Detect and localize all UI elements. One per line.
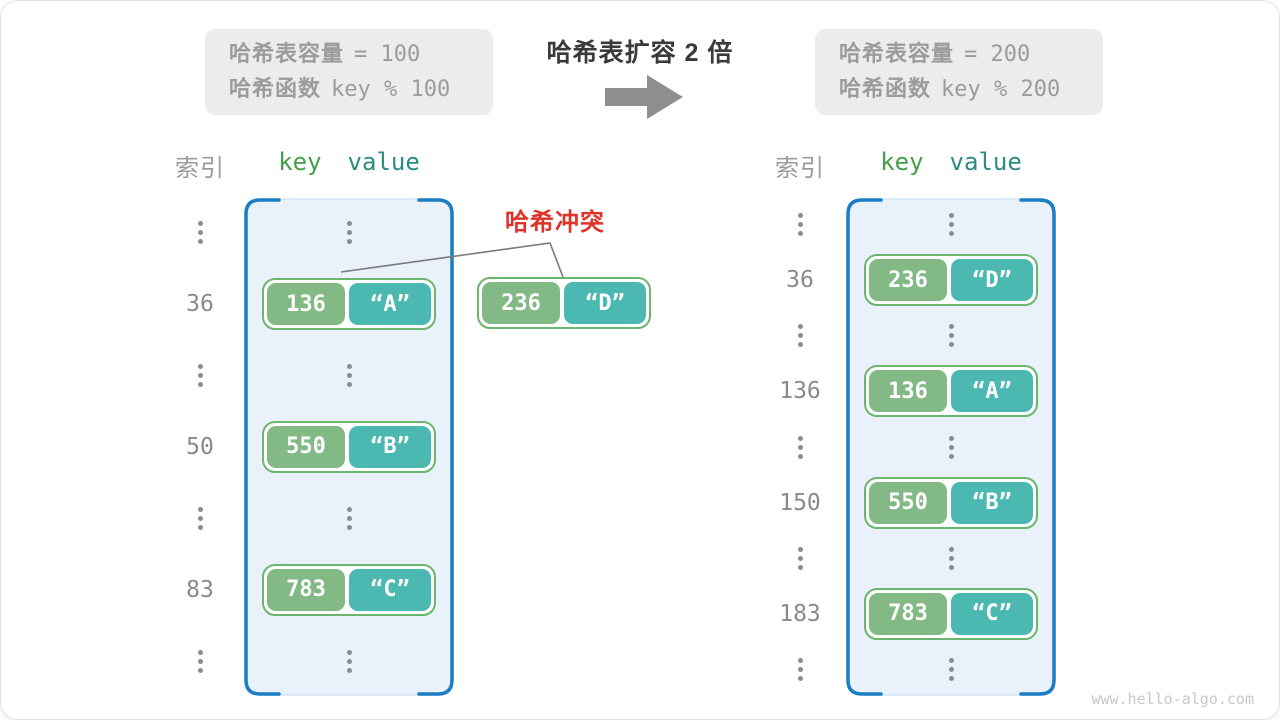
key-cell: 783 [267, 568, 345, 611]
key-value-pair: 136 “A” [262, 278, 436, 331]
hash-collision-label: 哈希冲突 [505, 209, 605, 236]
hash-function-value: key % 200 [941, 77, 1061, 102]
key-value-pair: 550 “B” [864, 476, 1038, 529]
ellipsis-dots [845, 530, 1057, 586]
ellipsis-dots [160, 197, 240, 268]
key-header: key [278, 148, 322, 176]
bucket-row: 550 “B” [243, 411, 455, 482]
bucket-row: 136 “A” [243, 268, 455, 339]
capacity-line: 哈希表容量 = 100 [229, 39, 493, 70]
index-header-left: 索引 [175, 155, 225, 182]
key-value-pair: 236 “D” [864, 254, 1038, 307]
ellipsis-dots [760, 308, 840, 364]
index-value: 150 [779, 489, 821, 516]
ellipsis-dots [160, 483, 240, 554]
hash-table-after: 236 “D” 136 “A” 550 “B” [845, 197, 1057, 697]
index-value: 36 [786, 267, 814, 294]
hash-table-before: 136 “A” 550 “B” 783 “C” [243, 197, 455, 697]
ellipsis-dots [845, 419, 1057, 475]
value-cell: “A” [951, 370, 1033, 413]
ellipsis-dots [760, 419, 840, 475]
hash-function-label: 哈希函数 [839, 76, 932, 101]
capacity-label: 哈希表容量 [229, 41, 345, 66]
key-cell: 136 [267, 283, 345, 326]
key-value-header-left: key value [243, 148, 455, 176]
index-value: 183 [779, 600, 821, 627]
index-value: 136 [779, 378, 821, 405]
hash-function-label: 哈希函数 [229, 76, 322, 101]
index-value: 36 [186, 291, 214, 318]
value-header: value [949, 148, 1022, 176]
bucket-row: 783 “C” [243, 554, 455, 625]
index-rail-left: 36 50 83 [160, 197, 240, 697]
bucket-row: 550 “B” [845, 475, 1057, 531]
key-cell: 136 [869, 370, 947, 413]
value-header: value [347, 148, 420, 176]
value-cell: “C” [349, 568, 431, 611]
hash-function-line: 哈希函数 key % 200 [839, 74, 1103, 105]
bucket-row: 236 “D” [845, 253, 1057, 309]
ellipsis-dots [760, 530, 840, 586]
ellipsis-dots [243, 340, 455, 411]
ellipsis-dots [160, 340, 240, 411]
key-value-pair: 783 “C” [864, 587, 1038, 640]
value-cell: “A” [349, 283, 431, 326]
key-value-pair: 550 “B” [262, 420, 436, 473]
watermark: www.hello-algo.com [1091, 690, 1254, 708]
key-value-pair: 136 “A” [864, 365, 1038, 418]
ellipsis-dots [243, 483, 455, 554]
value-cell: “B” [349, 425, 431, 468]
key-cell: 236 [482, 282, 560, 324]
ellipsis-dots [243, 626, 455, 697]
key-cell: 783 [869, 592, 947, 635]
ellipsis-dots [845, 642, 1057, 698]
value-cell: “D” [951, 259, 1033, 302]
index-value: 50 [186, 433, 214, 460]
index-rail-right: 36 136 150 183 [760, 197, 840, 697]
ellipsis-dots [760, 197, 840, 253]
diagram-title: 哈希表扩容 2 倍 [546, 39, 734, 67]
capacity-value: = 100 [354, 42, 421, 67]
ellipsis-dots [760, 642, 840, 698]
value-cell: “C” [951, 592, 1033, 635]
colliding-key-value-pair: 236 “D” [477, 277, 651, 329]
key-value-pair: 783 “C” [262, 563, 436, 616]
expand-arrow-icon [605, 75, 683, 119]
capacity-info-box-after: 哈希表容量 = 200 哈希函数 key % 200 [815, 29, 1103, 115]
capacity-value: = 200 [964, 42, 1031, 67]
ellipsis-dots [243, 197, 455, 268]
capacity-info-box-before: 哈希表容量 = 100 哈希函数 key % 100 [205, 29, 493, 115]
key-cell: 236 [869, 259, 947, 302]
key-header: key [880, 148, 924, 176]
ellipsis-dots [845, 197, 1057, 253]
hash-function-value: key % 100 [331, 77, 451, 102]
capacity-label: 哈希表容量 [839, 41, 955, 66]
capacity-line: 哈希表容量 = 200 [839, 39, 1103, 70]
ellipsis-dots [160, 626, 240, 697]
ellipsis-dots [845, 308, 1057, 364]
key-cell: 550 [267, 425, 345, 468]
hash-function-line: 哈希函数 key % 100 [229, 74, 493, 105]
index-header-right: 索引 [775, 155, 825, 182]
value-cell: “B” [951, 481, 1033, 524]
index-value: 83 [186, 576, 214, 603]
key-cell: 550 [869, 481, 947, 524]
bucket-row: 136 “A” [845, 364, 1057, 420]
key-value-header-right: key value [845, 148, 1057, 176]
bucket-row: 783 “C” [845, 586, 1057, 642]
value-cell: “D” [564, 282, 646, 324]
